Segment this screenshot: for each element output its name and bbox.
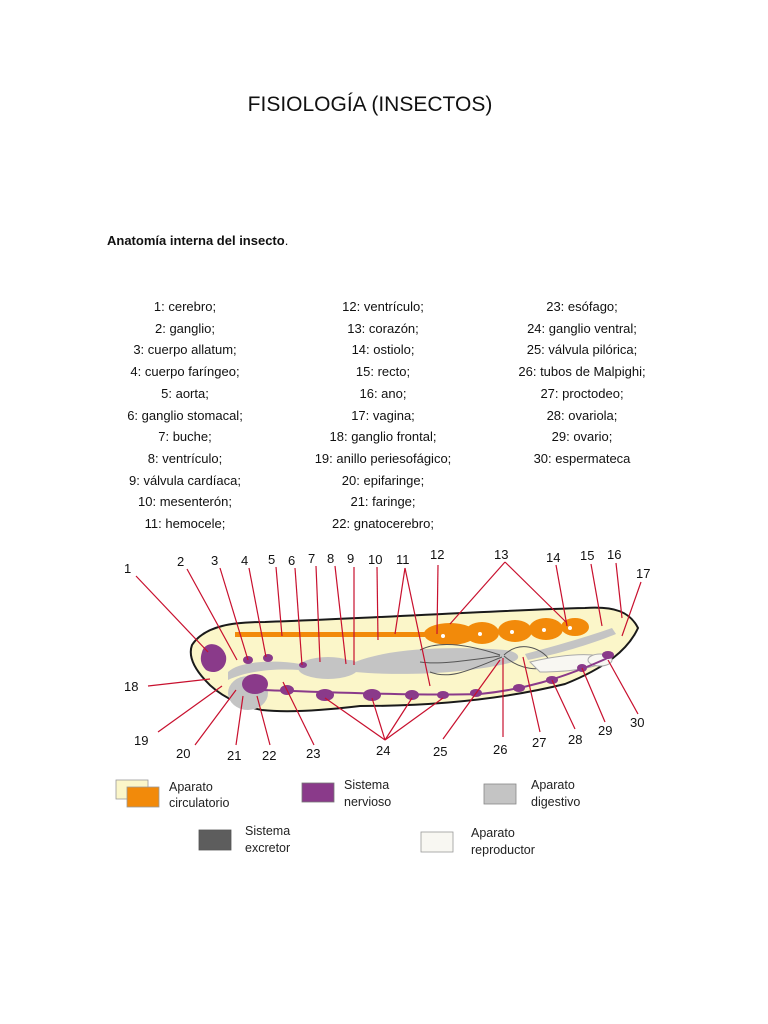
callout-number: 26 — [493, 742, 507, 757]
legend-item: 22: gnatocerebro; — [283, 513, 483, 535]
key-label-line2: excretor — [245, 841, 290, 855]
legend-column-3: 23: esófago; 24: ganglio ventral; 25: vá… — [482, 296, 682, 470]
legend-item: 14: ostiolo; — [283, 339, 483, 361]
key-label-line1: Aparato — [471, 826, 515, 840]
legend-item: 5: aorta; — [85, 383, 285, 405]
key-label-line2: digestivo — [531, 795, 580, 809]
aorta-vessel — [235, 632, 435, 637]
legend-item: 21: faringe; — [283, 491, 483, 513]
legend-item: 6: ganglio stomacal; — [85, 405, 285, 427]
key-swatch-excretory — [199, 830, 231, 850]
legend-item: 2: ganglio; — [85, 318, 285, 340]
callout-number: 1 — [124, 561, 131, 576]
callout-number: 7 — [308, 551, 315, 566]
key-label-line1: Aparato — [531, 778, 575, 792]
document-title: FISIOLOGÍA (INSECTOS) — [0, 93, 740, 117]
color-key: Aparato circulatorio Sistema nervioso Ap… — [116, 778, 580, 857]
key-swatch-nervous — [302, 783, 334, 802]
callout-number: 11 — [396, 552, 410, 567]
legend-item: 4: cuerpo faríngeo; — [85, 361, 285, 383]
callout-number: 14 — [546, 550, 560, 565]
section-heading: Anatomía interna del insecto. — [107, 233, 288, 248]
legend-item: 12: ventrículo; — [283, 296, 483, 318]
callout-number: 5 — [268, 552, 275, 567]
legend-item: 27: proctodeo; — [482, 383, 682, 405]
key-swatch-reproductive — [421, 832, 453, 852]
legend-item: 28: ovariola; — [482, 405, 682, 427]
callout-number: 24 — [376, 743, 390, 758]
callout-number: 4 — [241, 553, 248, 568]
callout-number: 30 — [630, 715, 644, 730]
key-swatch-circulatory-orange — [127, 787, 159, 807]
key-label-line1: Sistema — [245, 824, 290, 838]
legend-item: 8: ventrículo; — [85, 448, 285, 470]
callout-number: 8 — [327, 551, 334, 566]
callout-number: 10 — [368, 552, 382, 567]
callout-number: 25 — [433, 744, 447, 759]
legend-item: 25: válvula pilórica; — [482, 339, 682, 361]
legend-item: 16: ano; — [283, 383, 483, 405]
key-label-line2: reproductor — [471, 843, 535, 857]
callout-number: 13 — [494, 547, 508, 562]
legend-item: 29: ovario; — [482, 426, 682, 448]
callout-number: 16 — [607, 547, 621, 562]
legend-item: 23: esófago; — [482, 296, 682, 318]
legend-item: 26: tubos de Malpighi; — [482, 361, 682, 383]
legend-item: 13: corazón; — [283, 318, 483, 340]
legend-item: 1: cerebro; — [85, 296, 285, 318]
callout-number: 27 — [532, 735, 546, 750]
key-label-line2: nervioso — [344, 795, 391, 809]
callout-number: 18 — [124, 679, 138, 694]
callout-number: 15 — [580, 548, 594, 563]
callout-number: 19 — [134, 733, 148, 748]
callout-number: 17 — [636, 566, 650, 581]
callout-number: 20 — [176, 746, 190, 761]
legend-item: 11: hemocele; — [85, 513, 285, 535]
callout-number: 22 — [262, 748, 276, 763]
legend-item: 18: ganglio frontal; — [283, 426, 483, 448]
legend-item: 10: mesenterón; — [85, 491, 285, 513]
legend-item: 17: vagina; — [283, 405, 483, 427]
callout-number: 9 — [347, 551, 354, 566]
callout-number: 21 — [227, 748, 241, 763]
key-label-line1: Sistema — [344, 778, 389, 792]
section-heading-text: Anatomía interna del insecto — [107, 233, 285, 248]
key-swatch-digestive — [484, 784, 516, 804]
legend-item: 20: epifaringe; — [283, 470, 483, 492]
legend-item: 19: anillo periesofágico; — [283, 448, 483, 470]
legend-column-2: 12: ventrículo; 13: corazón; 14: ostiolo… — [283, 296, 483, 535]
legend-item: 30: espermateca — [482, 448, 682, 470]
legend-column-1: 1: cerebro; 2: ganglio; 3: cuerpo allatu… — [85, 296, 285, 535]
callout-number: 6 — [288, 553, 295, 568]
legend-item: 24: ganglio ventral; — [482, 318, 682, 340]
callout-number: 3 — [211, 553, 218, 568]
key-label-line1: Aparato — [169, 780, 213, 794]
key-label-line2: circulatorio — [169, 796, 229, 810]
callout-number: 28 — [568, 732, 582, 747]
section-heading-period: . — [285, 233, 289, 248]
legend-item: 15: recto; — [283, 361, 483, 383]
callout-number: 2 — [177, 554, 184, 569]
callout-number: 29 — [598, 723, 612, 738]
callout-number: 23 — [306, 746, 320, 761]
callout-number: 12 — [430, 547, 444, 562]
insect-anatomy-diagram: 1 2 3 4 5 6 7 8 9 10 11 12 13 14 15 16 1… — [100, 540, 680, 870]
legend-item: 9: válvula cardíaca; — [85, 470, 285, 492]
legend-item: 7: buche; — [85, 426, 285, 448]
legend-item: 3: cuerpo allatum; — [85, 339, 285, 361]
